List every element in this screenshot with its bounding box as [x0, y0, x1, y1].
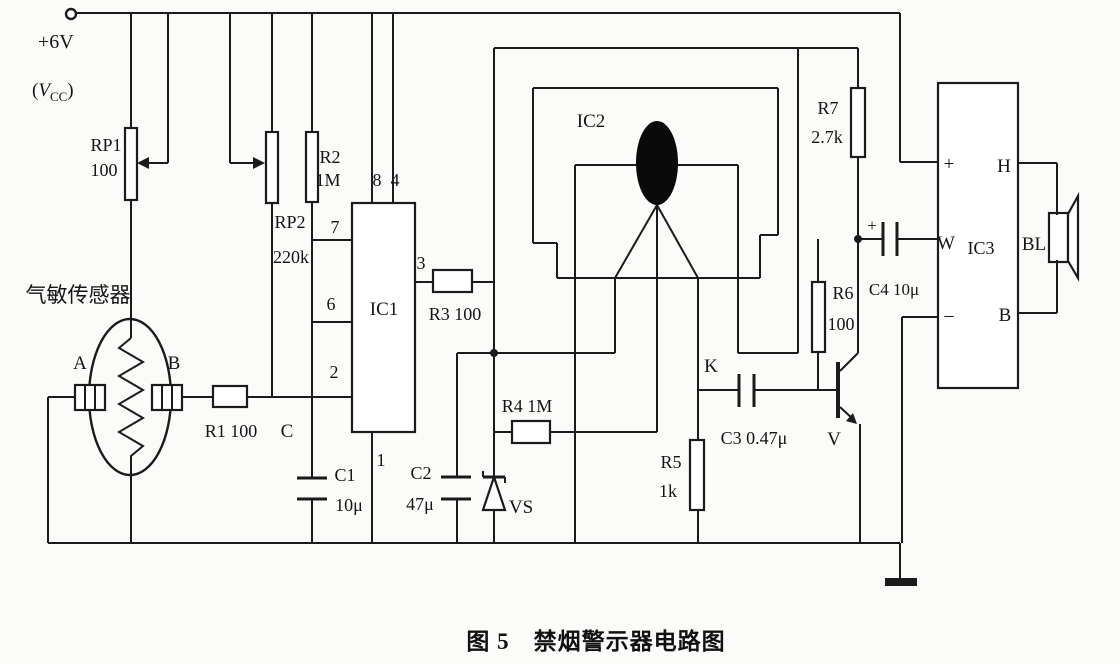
label-c1: C1: [334, 465, 355, 485]
label-pin3: 3: [417, 253, 426, 273]
label-r7: R7: [817, 98, 838, 118]
label-ic2: IC2: [577, 111, 606, 132]
label-r5: R5: [660, 452, 681, 472]
r6-body: [810, 280, 827, 354]
junction-dot: [854, 235, 862, 243]
label-ic3-minus-pin: −: [943, 306, 954, 328]
label-r2-value: 1M: [315, 170, 340, 190]
r3-body: [431, 268, 474, 294]
label-r5-value: 1k: [659, 481, 677, 501]
r5-body: [688, 438, 706, 512]
label-pin2: 2: [330, 362, 339, 382]
label-speaker-bl: BL: [1022, 234, 1046, 255]
label-terminal-a: A: [73, 353, 87, 374]
speaker-body: [1047, 211, 1070, 264]
sensor-terminal-b: [150, 383, 184, 412]
label-gas-sensor: 气敏传感器: [26, 283, 131, 307]
label-pin8: 8: [373, 170, 382, 190]
rp1-body: [123, 126, 139, 202]
rp1-wiper-arrow: [137, 157, 149, 169]
label-ic3-plus-pin: +: [944, 154, 955, 175]
r2-body: [304, 130, 320, 204]
label-c4: C4 10μ: [869, 280, 919, 299]
speaker-horn: [1066, 191, 1080, 283]
label-rp2: RP2: [274, 212, 305, 232]
label-ic3-h-pin: H: [997, 156, 1011, 177]
r7-body: [849, 86, 867, 159]
label-r6-value: 100: [828, 314, 855, 334]
r4-body: [510, 419, 552, 445]
vs-zener-triangle: [481, 473, 507, 512]
label-node-c: C: [281, 421, 294, 442]
power-terminal-circle: [64, 7, 78, 21]
label-node-k: K: [704, 356, 718, 377]
r1-body: [211, 384, 249, 409]
label-r3: R3 100: [429, 304, 482, 324]
label-rp1: RP1: [90, 135, 121, 155]
label-c2: C2: [410, 463, 431, 483]
label-transistor-v: V: [827, 429, 841, 450]
label-ic3-b-pin: B: [999, 305, 1012, 326]
ground-bar: [885, 578, 917, 586]
rp2-body: [264, 130, 280, 205]
ic1-box: [350, 201, 417, 434]
label-rp1-value: 100: [91, 160, 118, 180]
label-vcc: (VCC): [32, 80, 74, 104]
label-pin6: 6: [327, 294, 336, 314]
label-vs: VS: [509, 497, 533, 518]
label-pin1: 1: [377, 450, 386, 470]
label-power: +6V: [38, 31, 74, 53]
label-pin7: 7: [331, 217, 340, 237]
rp2-wiper-arrow: [253, 157, 265, 169]
label-ic1: IC1: [370, 299, 399, 320]
wire: [839, 352, 859, 372]
junction-dot: [490, 349, 498, 357]
label-c1-value: 10μ: [335, 495, 363, 515]
transistor-emitter-arrow: [846, 413, 857, 424]
figure-caption: 图 5 禁烟警示器电路图: [466, 629, 726, 654]
label-rp2-value: 220k: [273, 247, 309, 267]
label-pin4: 4: [391, 170, 400, 190]
label-r1: R1 100: [205, 421, 258, 441]
sensor-terminal-a: [73, 383, 107, 412]
label-terminal-b: B: [168, 353, 181, 374]
sensor-zigzag-resistor: [117, 337, 145, 464]
label-ic3-w-pin: W: [937, 233, 955, 254]
ic2-blob: [636, 121, 678, 205]
wire: [656, 204, 699, 279]
label-r4: R4 1M: [502, 396, 553, 416]
label-c2-value: 47μ: [406, 494, 434, 514]
label-r6: R6: [832, 283, 853, 303]
ic3-box: [936, 81, 1020, 390]
label-ic3: IC3: [968, 238, 995, 258]
label-c4-plus: +: [867, 216, 877, 235]
wire: [614, 204, 658, 279]
label-r7-value: 2.7k: [811, 127, 843, 147]
label-c3: C3 0.47μ: [721, 428, 788, 448]
label-r2: R2: [319, 147, 340, 167]
